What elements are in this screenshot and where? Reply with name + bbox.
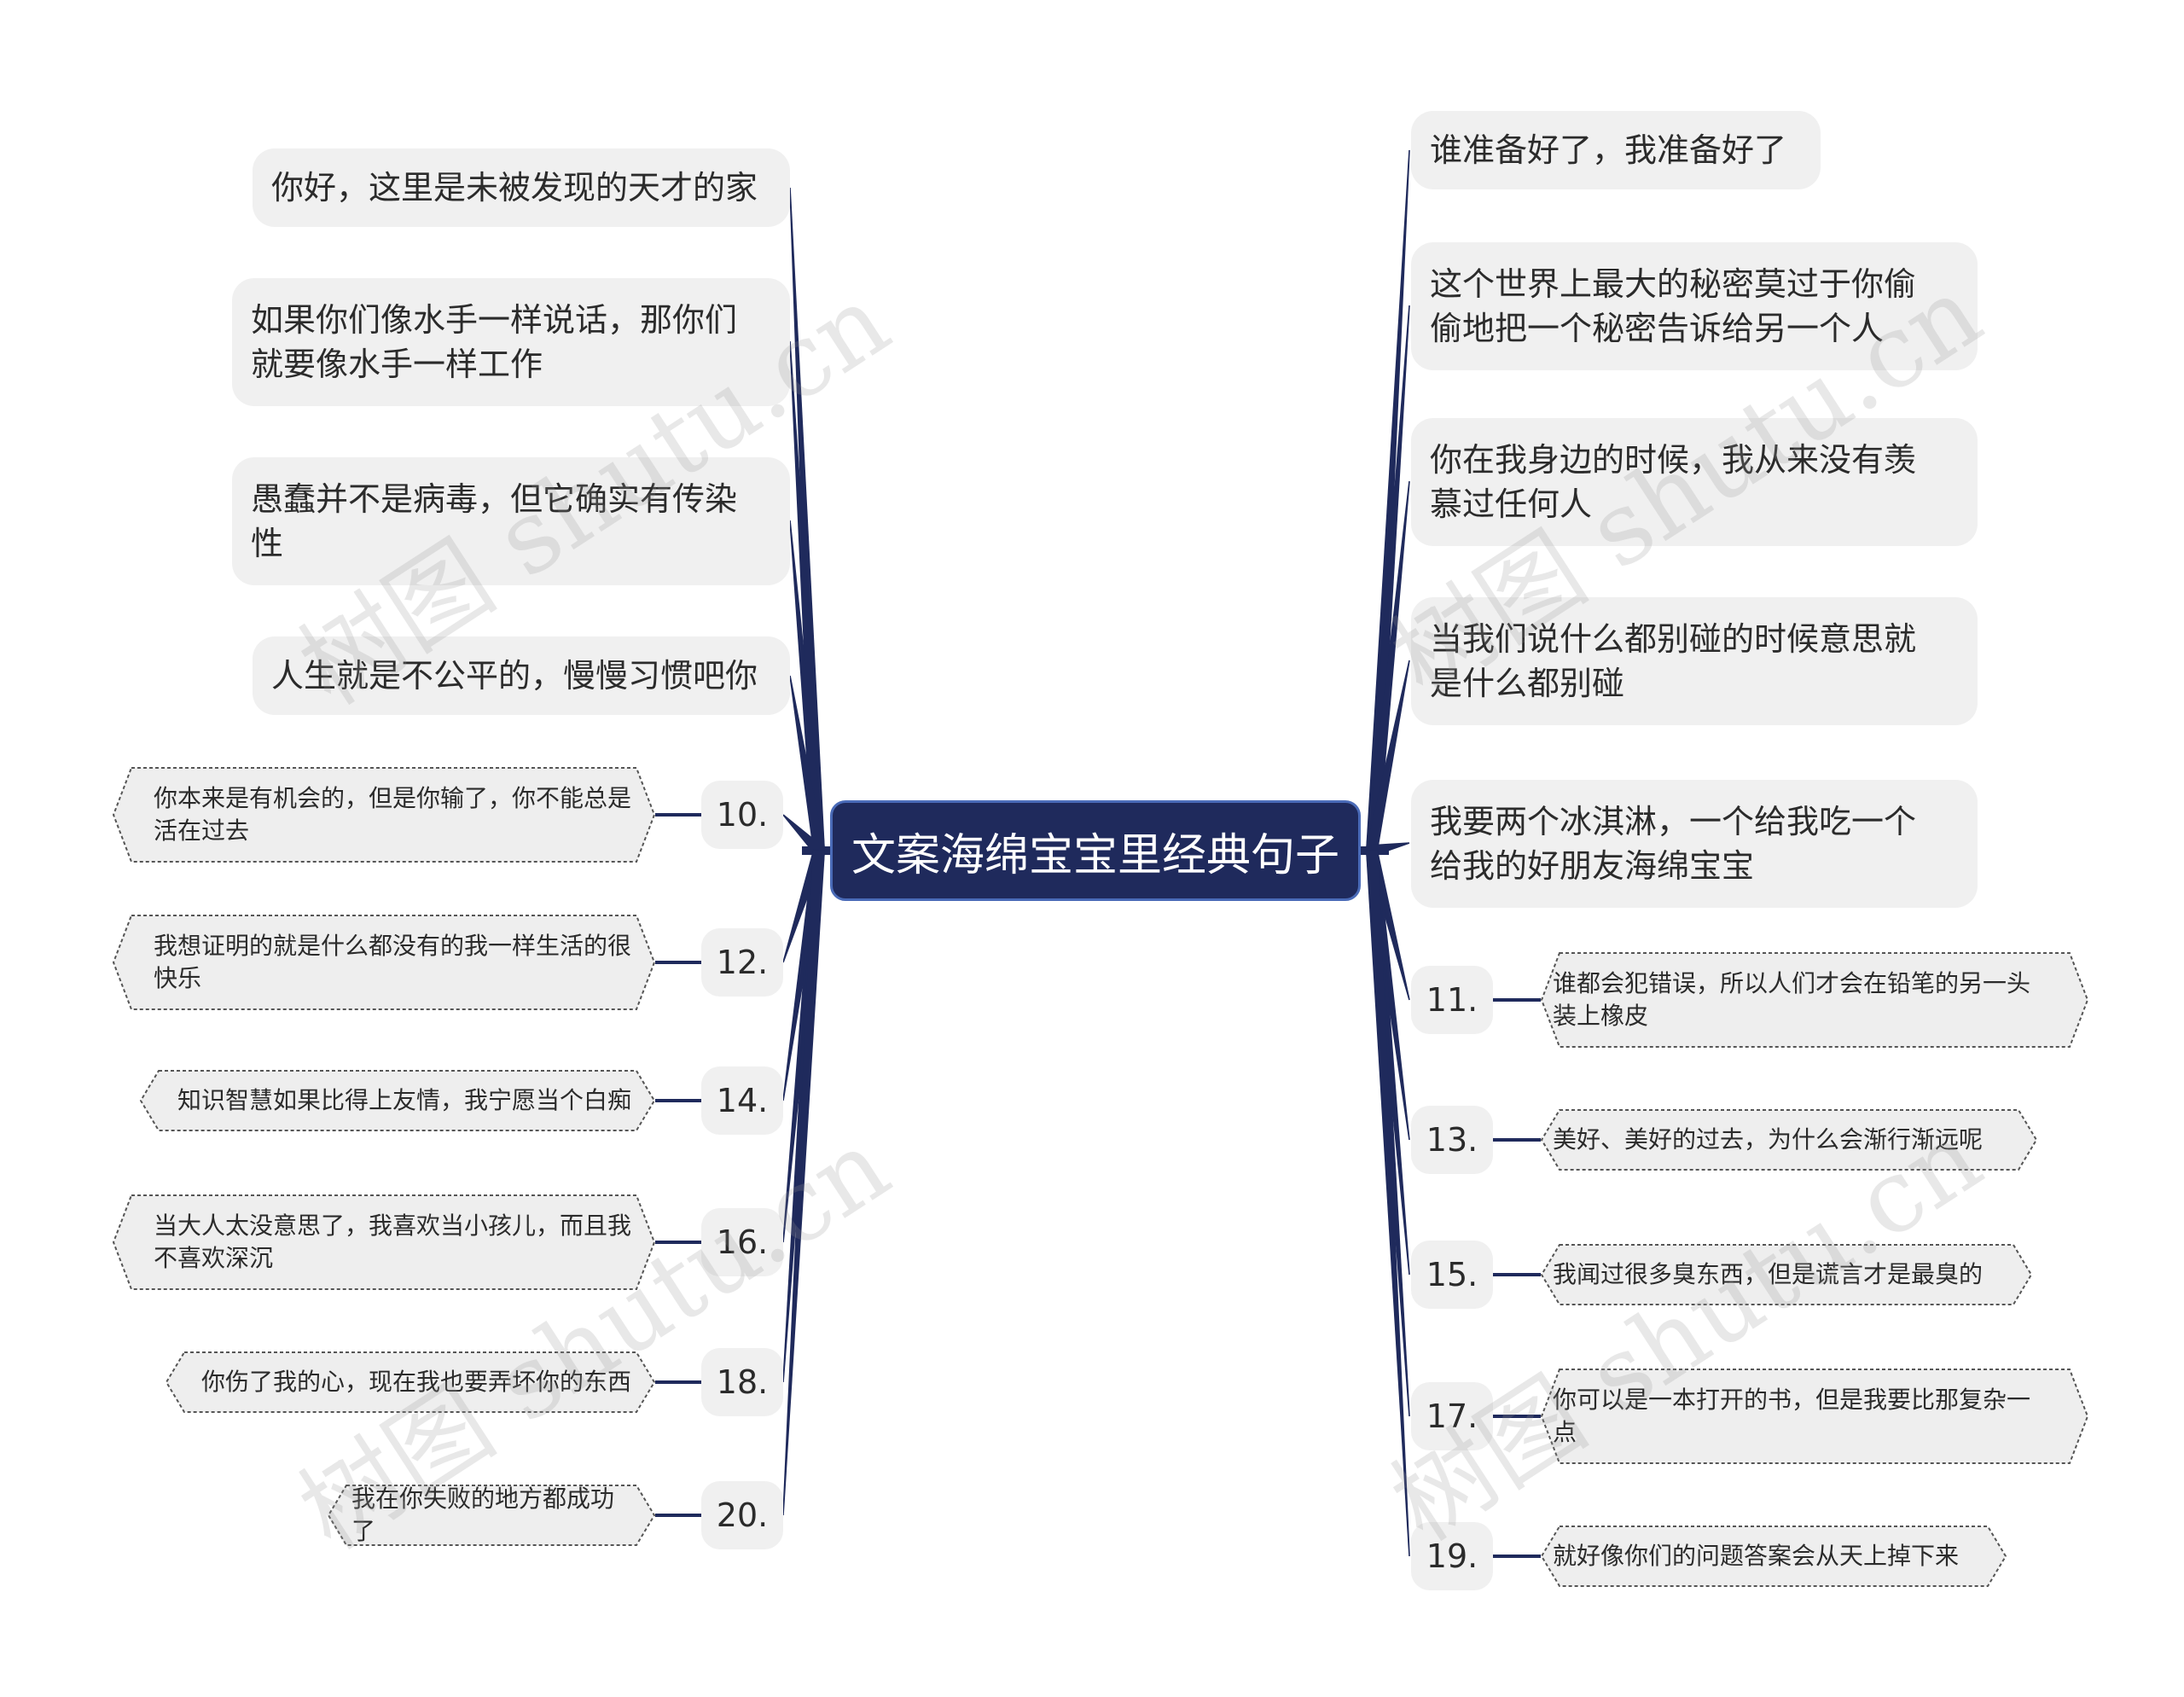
branch-line [1366,305,1410,851]
left-bubble[interactable]: 人生就是不公平的，慢慢习惯吧你 [253,636,790,715]
right-bubble-text: 我要两个冰淇淋，一个给我吃一个 给我的好朋友海绵宝宝 [1430,803,1917,885]
branch-line [782,814,823,855]
leaf-outline [1540,1244,2033,1305]
left-bubble-text: 如果你们像水手一样说话，那你们 就要像水手一样工作 [251,301,738,383]
right-bubble[interactable]: 谁准备好了，我准备好了 [1411,111,1821,189]
left-leaf-text: 你伤了我的心，现在我也要弄坏你的东西 [200,1368,631,1396]
right-bubble-text: 谁准备好了，我准备好了 [1430,131,1787,169]
right-leaf-note[interactable]: 我闻过很多臭东西，但是谎言才是最臭的 [1540,1244,2033,1305]
right-leaf-text: 美好、美好的过去，为什么会渐行渐远呢 [1553,1125,1984,1154]
right-bubble-text: 你在我身边的时候，我从来没有羡 慕过任何人 [1430,441,1917,523]
left-number-node[interactable]: 10. [701,781,783,849]
right-number-node[interactable]: 19. [1411,1522,1493,1590]
left-bubble-text: 愚蠢并不是病毒，但它确实有传染 性 [251,480,738,562]
leaf-outline [1540,1369,2089,1464]
left-bubble[interactable]: 如果你们像水手一样说话，那你们 就要像水手一样工作 [232,278,790,406]
right-leaf-text: 谁都会犯错误，所以人们才会在铅笔的另一头 装上橡皮 [1553,969,2031,1030]
left-bubble[interactable]: 你好，这里是未被发现的天才的家 [253,148,790,227]
left-leaf-text: 知识智慧如果比得上友情，我宁愿当个白痴 [177,1086,631,1114]
left-leaf-note[interactable]: 我在你失败的地方都成功了 [327,1485,656,1546]
left-leaf-text: 当大人太没意思了，我喜欢当小孩儿，而且我 不喜欢深沉 [153,1212,631,1272]
branch-line [1366,850,1410,1557]
left-leaf-text: 你本来是有机会的，但是你输了，你不能总是 活在过去 [153,784,631,845]
left-leaf-note[interactable]: 当大人太没意思了，我喜欢当小孩儿，而且我 不喜欢深沉 [112,1194,656,1290]
right-bubble-text: 当我们说什么都别碰的时候意思就 是什么都别碰 [1430,620,1917,702]
left-bubble-text: 你好，这里是未被发现的天才的家 [271,169,758,206]
right-leaf-note[interactable]: 谁都会犯错误，所以人们才会在铅笔的另一头 装上橡皮 [1540,952,2089,1048]
right-leaf-text: 我闻过很多臭东西，但是谎言才是最臭的 [1553,1260,1984,1288]
right-leaf-note[interactable]: 就好像你们的问题答案会从天上掉下来 [1540,1526,2007,1587]
leaf-outline [1540,1526,2007,1587]
leaf-outline [165,1351,656,1413]
branch-line [1370,842,1410,857]
leaf-outline [1540,1109,2038,1171]
central-topic[interactable]: 文案海绵宝宝里经典句子 [830,800,1361,901]
right-bubble[interactable]: 你在我身边的时候，我从来没有羡 慕过任何人 [1411,418,1978,546]
branch-line [789,340,825,851]
leaf-outline [112,767,656,863]
branch-line [1366,480,1410,851]
left-leaf-note[interactable]: 我想证明的就是什么都没有的我一样生活的很 快乐 [112,915,656,1010]
right-leaf-note[interactable]: 你可以是一本打开的书，但是我要比那复杂一 点 [1540,1369,2089,1464]
leaf-outline [1540,952,2089,1048]
right-leaf-note[interactable]: 美好、美好的过去，为什么会渐行渐远呢 [1540,1109,2038,1171]
left-number-node[interactable]: 16. [701,1208,783,1276]
left-bubble-text: 人生就是不公平的，慢慢习惯吧你 [271,657,758,694]
right-leaf-text: 你可以是一本打开的书，但是我要比那复杂一 点 [1553,1386,2031,1446]
branch-line [789,187,825,851]
right-bubble[interactable]: 当我们说什么都别碰的时候意思就 是什么都别碰 [1411,597,1978,725]
left-leaf-note[interactable]: 知识智慧如果比得上友情，我宁愿当个白痴 [139,1070,656,1131]
left-number-node[interactable]: 20. [701,1481,783,1549]
left-leaf-text: 我在你失败的地方都成功了 [351,1485,615,1545]
right-leaf-text: 就好像你们的问题答案会从天上掉下来 [1553,1542,1960,1570]
branch-line [789,675,825,852]
left-number-node[interactable]: 14. [701,1066,783,1135]
right-bubble-text: 这个世界上最大的秘密莫过于你偷 偷地把一个秘密告诉给另一个人 [1430,265,1917,347]
left-number-node[interactable]: 12. [701,928,783,997]
right-number-node[interactable]: 17. [1411,1382,1493,1450]
leaf-outline [139,1070,656,1131]
left-bubble[interactable]: 愚蠢并不是病毒，但它确实有传染 性 [232,457,790,585]
right-bubble[interactable]: 我要两个冰淇淋，一个给我吃一个 给我的好朋友海绵宝宝 [1411,780,1978,908]
right-bubble[interactable]: 这个世界上最大的秘密莫过于你偷 偷地把一个秘密告诉给另一个人 [1411,242,1978,370]
leaf-outline [327,1485,656,1546]
left-leaf-note[interactable]: 你伤了我的心，现在我也要弄坏你的东西 [165,1351,656,1413]
left-number-node[interactable]: 18. [701,1348,783,1416]
right-number-node[interactable]: 15. [1411,1241,1493,1309]
branch-line [1366,149,1410,851]
leaf-outline [112,1194,656,1290]
branch-line [1366,660,1410,852]
right-number-node[interactable]: 11. [1411,966,1493,1034]
branch-line [789,520,825,851]
branch-line [782,850,825,1516]
left-leaf-note[interactable]: 你本来是有机会的，但是你输了，你不能总是 活在过去 [112,767,656,863]
right-number-node[interactable]: 13. [1411,1106,1493,1174]
leaf-outline [112,915,656,1010]
left-leaf-text: 我想证明的就是什么都没有的我一样生活的很 快乐 [153,932,631,992]
